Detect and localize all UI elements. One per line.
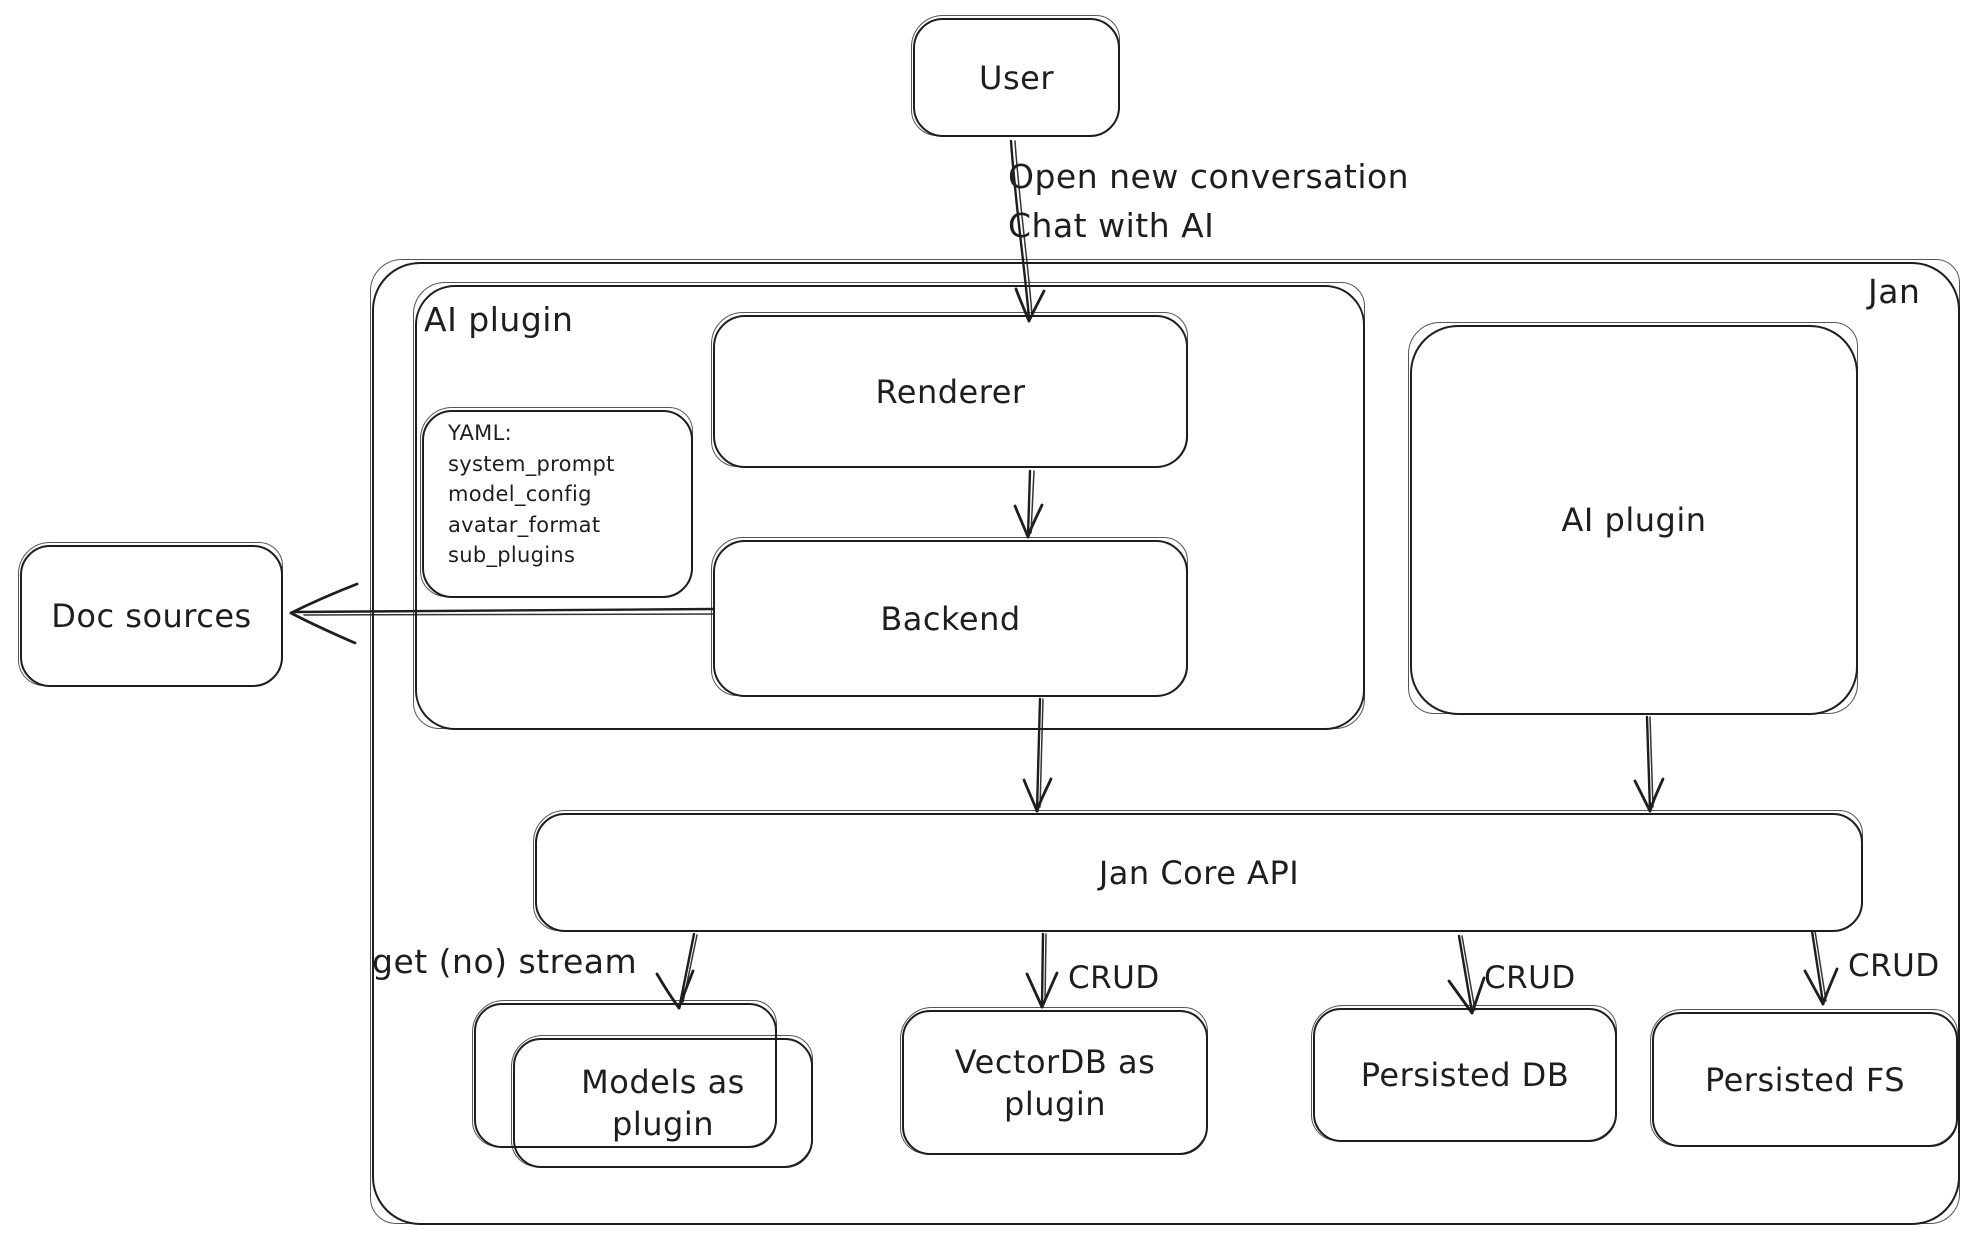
yaml-line: system_prompt — [448, 451, 615, 476]
backend-label: Backend — [880, 599, 1021, 638]
crud-persisted-fs-edge-label: CRUD — [1848, 948, 1940, 984]
jan-container-label: Jan — [1868, 272, 1921, 311]
crud-persisted-db-edge-label: CRUD — [1484, 960, 1576, 996]
persisted-fs-node: Persisted FS — [1650, 1009, 1958, 1147]
ai-plugin-node: AI plugin — [1408, 322, 1858, 715]
models-node: Models as plugin — [511, 1035, 813, 1168]
ai-plugin-label: AI plugin — [1561, 501, 1707, 539]
crud-vectordb-edge-label: CRUD — [1068, 960, 1160, 996]
get-no-stream-edge-label: get (no) stream — [372, 942, 638, 981]
doc-sources-node: Doc sources — [18, 542, 283, 687]
jan-core-api-node: Jan Core API — [533, 810, 1863, 932]
ai-plugin-group-label: AI plugin — [424, 300, 574, 339]
user-flow-edge-label: Open new conversation Chat with AI — [1008, 152, 1409, 250]
models-label: Models as plugin — [581, 1063, 745, 1143]
user-flow-line: Chat with AI — [1008, 206, 1215, 245]
persisted-fs-label: Persisted FS — [1704, 1060, 1906, 1099]
renderer-label: Renderer — [875, 372, 1026, 411]
user-flow-line: Open new conversation — [1008, 157, 1410, 196]
persisted-db-node: Persisted DB — [1311, 1005, 1617, 1142]
user-node: User — [911, 15, 1120, 137]
yaml-line: avatar_format — [448, 512, 601, 537]
yaml-line: model_config — [448, 482, 592, 506]
renderer-node: Renderer — [711, 312, 1188, 468]
doc-sources-label: Doc sources — [51, 597, 252, 635]
vectordb-node: VectorDB as plugin — [900, 1007, 1208, 1155]
yaml-line: YAML: — [448, 421, 512, 445]
jan-core-api-label: Jan Core API — [1098, 853, 1300, 892]
vectordb-label: VectorDB as plugin — [954, 1042, 1156, 1123]
persisted-db-label: Persisted DB — [1360, 1056, 1570, 1094]
yaml-note-text: YAML: system_prompt model_config avatar_… — [448, 418, 615, 571]
user-label: User — [979, 58, 1054, 97]
backend-node: Backend — [711, 537, 1188, 697]
yaml-line: sub_plugins — [448, 543, 576, 567]
